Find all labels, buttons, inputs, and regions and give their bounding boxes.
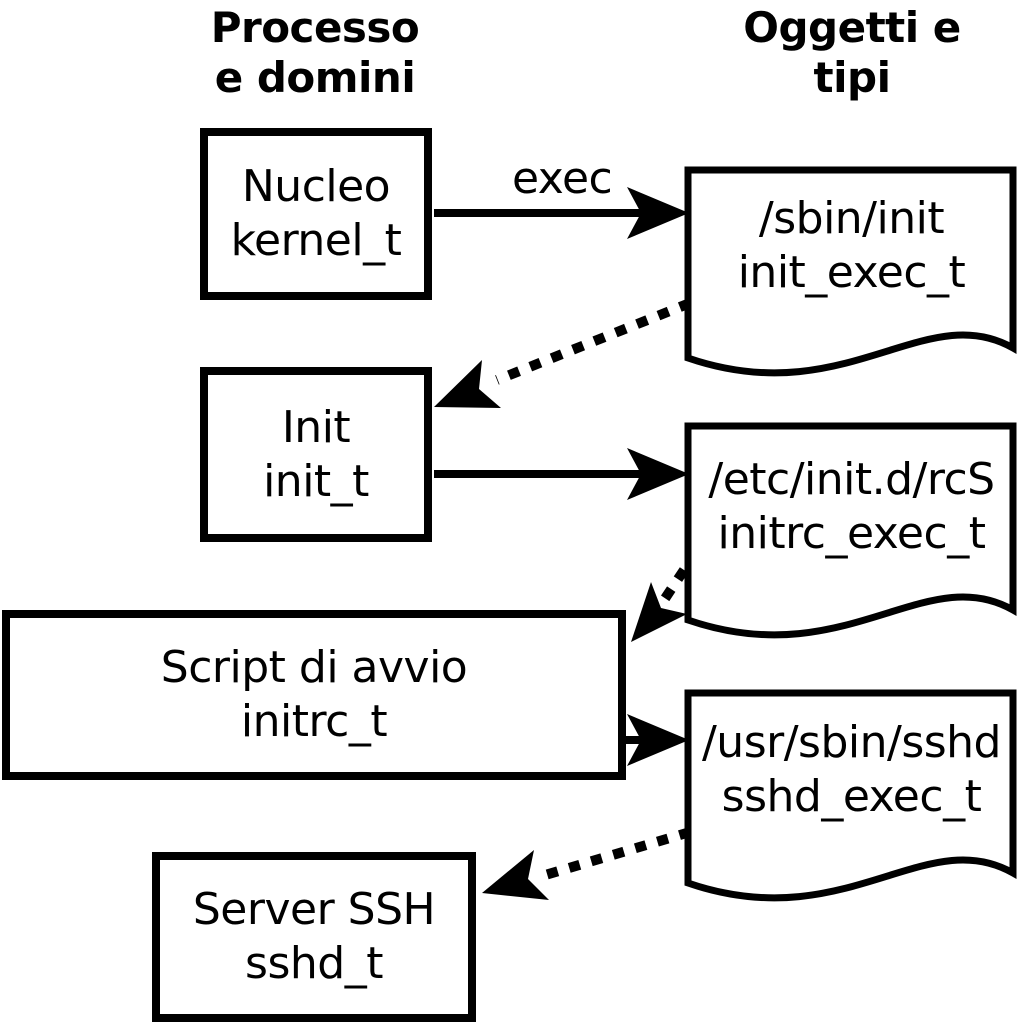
document-shape-sshd-exec (684, 689, 1017, 902)
process-name-label: Server SSH (192, 884, 436, 935)
process-name-label: Init (281, 401, 351, 453)
process-box-initrc: Script di avvio initrc_t (2, 610, 626, 780)
process-type-label: kernel_t (230, 215, 402, 266)
process-name-label: Script di avvio (160, 642, 468, 693)
object-type-label: initrc_exec_t (717, 508, 986, 559)
exec-arrowhead-initrc-to-sshd (627, 714, 689, 766)
object-type-label: init_exec_t (737, 247, 966, 298)
header-line: Processo (210, 3, 420, 52)
process-type-label: initrc_t (240, 696, 388, 747)
process-name-label: Nucleo (241, 161, 391, 212)
document-shape-init-exec (684, 166, 1017, 377)
exec-arrowhead-kernel-to-init (627, 187, 689, 239)
process-type-label: sshd_t (245, 938, 383, 989)
object-type-label: sshd_exec_t (721, 771, 982, 822)
column-header-processes: Processo e domini (140, 3, 490, 103)
object-path-label: /etc/init.d/rcS (708, 454, 995, 505)
exec-arrow-label: exec (512, 153, 613, 204)
header-line: Oggetti e (743, 3, 961, 52)
document-shape-initrc-exec (684, 422, 1017, 639)
process-box-sshd: Server SSH sshd_t (152, 852, 476, 1022)
header-line: tipi (813, 53, 891, 102)
domain-transition-line-initrc (657, 567, 689, 606)
domain-transition-line-sshd (540, 827, 692, 881)
object-path-label: /usr/sbin/sshd (701, 717, 1002, 768)
object-label-sshd-exec: /usr/sbin/sshd sshd_exec_t (690, 716, 1013, 824)
domain-transition-arrowhead-sshd (482, 850, 549, 900)
process-box-init: Init init_t (200, 367, 432, 542)
domain-transition-arrowhead-initrc (631, 582, 687, 642)
header-line: e domini (214, 53, 416, 102)
exec-arrowhead-init-to-rcs (627, 448, 689, 500)
domain-transition-line-init (495, 298, 692, 385)
column-header-objects: Oggetti e tipi (680, 3, 1024, 103)
object-label-init-exec: /sbin/init init_exec_t (690, 192, 1013, 300)
process-type-label: init_t (263, 455, 369, 507)
object-path-label: /sbin/init (758, 193, 945, 244)
domain-transition-arrowhead-init (434, 360, 501, 408)
process-box-kernel: Nucleo kernel_t (200, 128, 432, 300)
object-label-initrc-exec: /etc/init.d/rcS initrc_exec_t (690, 453, 1013, 561)
